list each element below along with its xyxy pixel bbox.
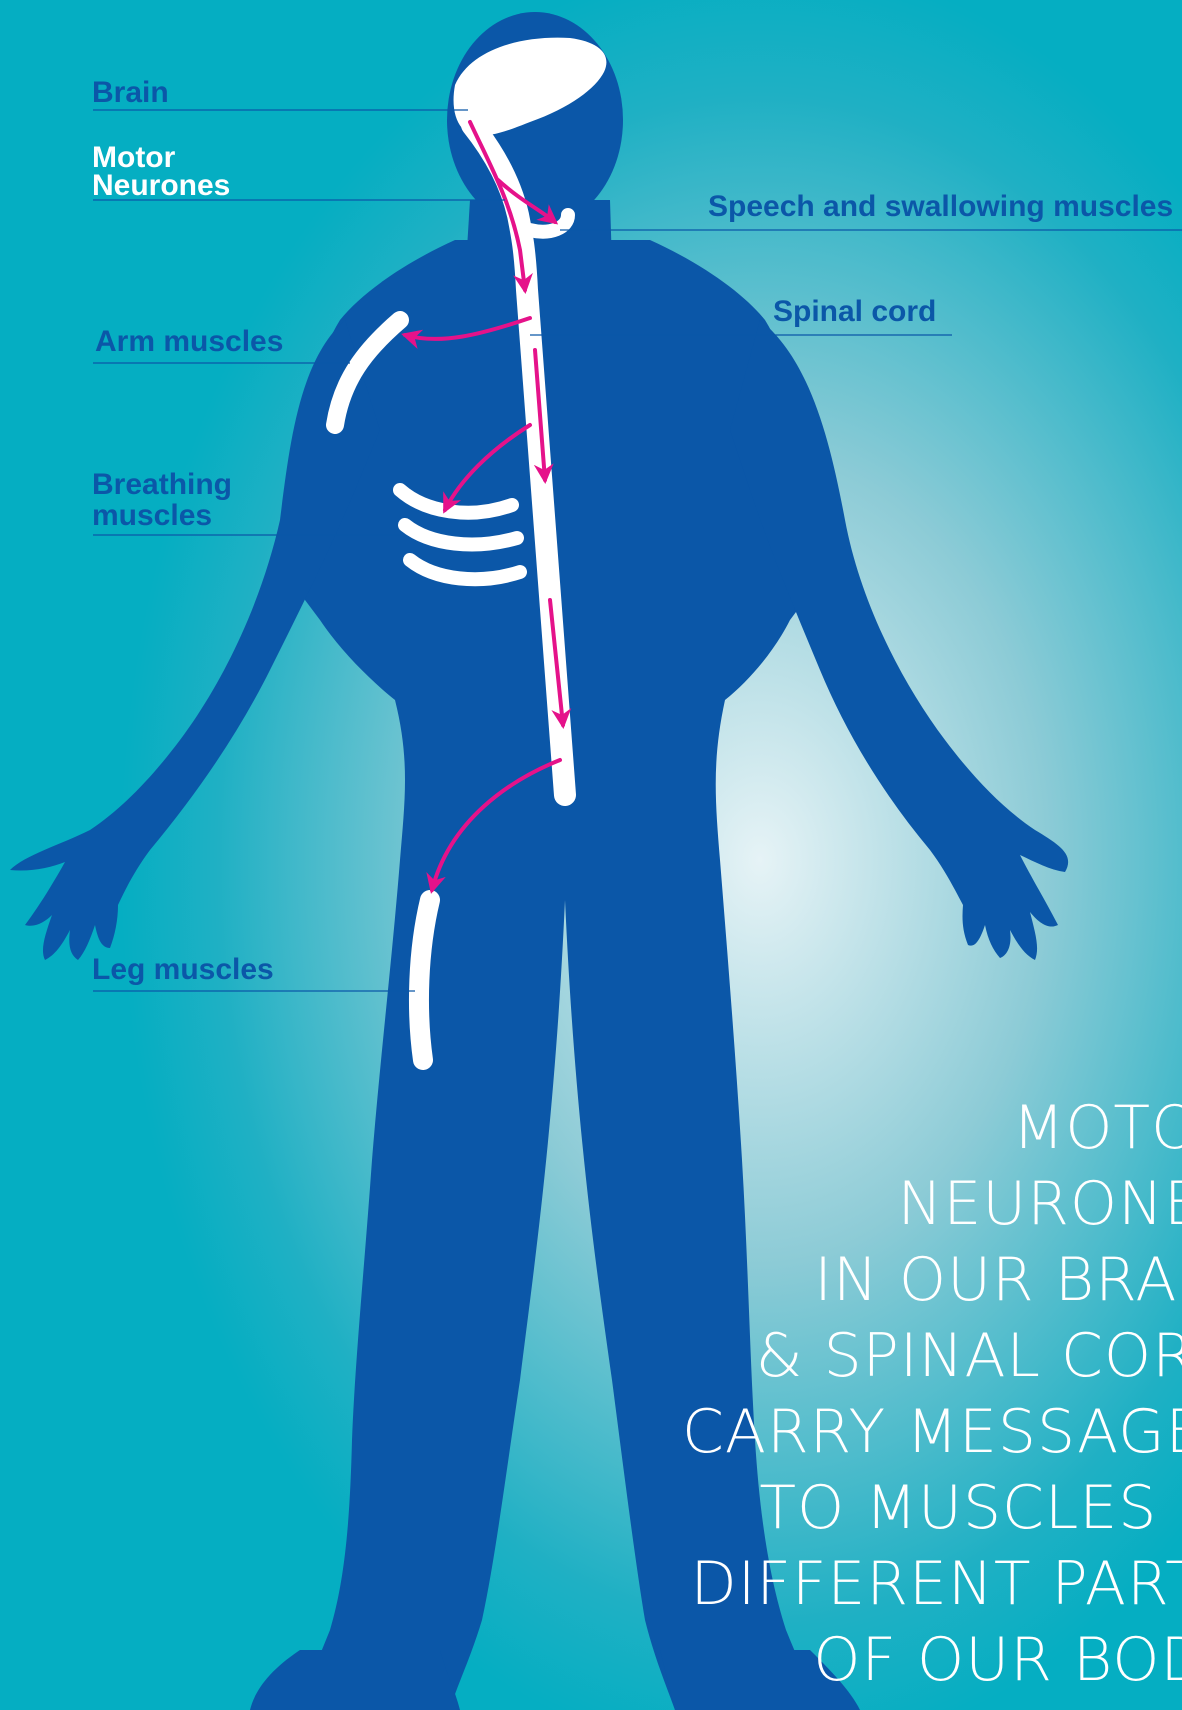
leg-muscle	[419, 900, 430, 1060]
label-motor-neurones-line1: Motor	[92, 144, 230, 172]
caption-line-2: NEURONES	[682, 1166, 1182, 1242]
label-breathing-muscles: Breathing muscles	[92, 469, 232, 531]
caption-line-7: DIFFERENT PARTS	[682, 1546, 1182, 1622]
label-motor-neurones-line2: Neurones	[92, 172, 230, 200]
label-leg-muscles: Leg muscles	[92, 955, 274, 985]
label-spinal-cord: Spinal cord	[773, 297, 936, 327]
caption-text: MOTOR NEURONES IN OUR BRAIN & SPINAL COR…	[682, 1090, 1182, 1698]
caption-line-6: TO MUSCLES IN	[682, 1470, 1182, 1546]
caption-line-5: CARRY MESSAGES	[682, 1394, 1182, 1470]
caption-line-8: OF OUR BODY	[682, 1622, 1182, 1698]
label-brain: Brain	[92, 78, 169, 108]
label-speech-swallowing: Speech and swallowing muscles	[708, 192, 1173, 222]
label-breathing-line2: muscles	[92, 500, 232, 531]
label-breathing-line1: Breathing	[92, 469, 232, 500]
caption-line-3: IN OUR BRAIN	[682, 1242, 1182, 1318]
caption-line-1: MOTOR	[682, 1090, 1182, 1166]
label-arm-muscles: Arm muscles	[95, 327, 283, 357]
label-motor-neurones: Motor Neurones	[92, 144, 230, 200]
caption-line-4: & SPINAL CORD	[682, 1318, 1182, 1394]
